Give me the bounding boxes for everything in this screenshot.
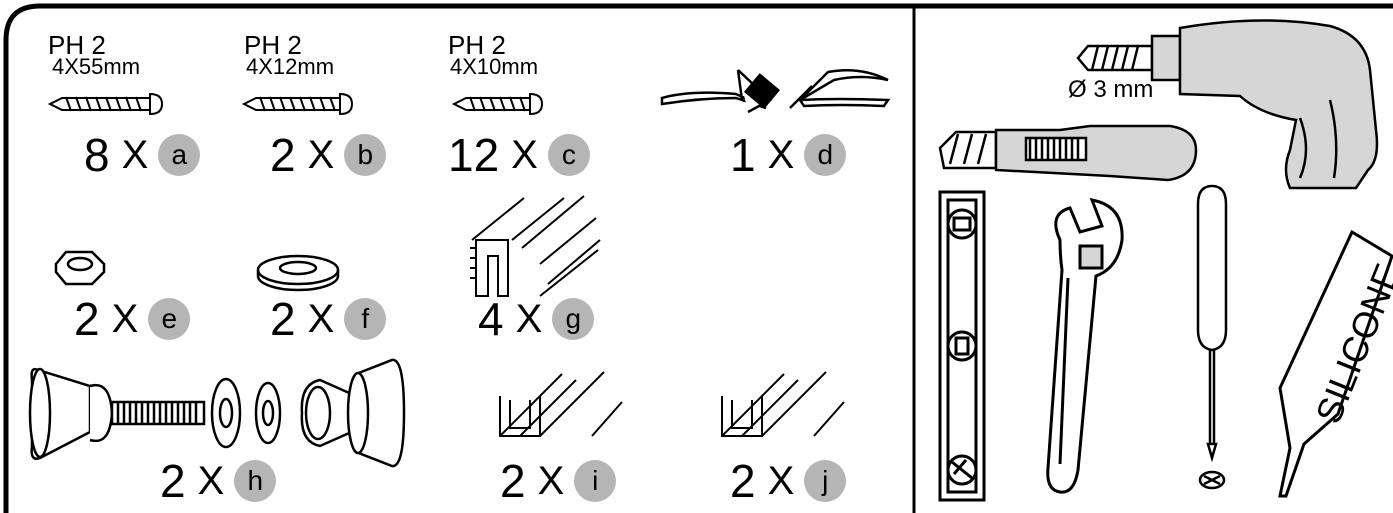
times-sign: X bbox=[767, 459, 795, 503]
profile-i-icon bbox=[499, 371, 623, 437]
profile-j-icon bbox=[721, 371, 845, 437]
silicone-tube-icon: SILICONE bbox=[1278, 229, 1393, 498]
seal-profile-d-icon bbox=[660, 69, 891, 114]
quantity-number: 1 bbox=[730, 129, 756, 181]
screw-c-size: 4X10mm bbox=[450, 54, 539, 79]
part-letter-badge: j bbox=[804, 460, 847, 502]
times-sign: X bbox=[511, 133, 538, 177]
times-sign: X bbox=[307, 297, 335, 341]
utility-knife-icon bbox=[938, 124, 1198, 182]
frame-border bbox=[3, 3, 1393, 513]
drill-icon bbox=[1076, 19, 1379, 190]
screw-b-head: PH 2 bbox=[244, 30, 302, 60]
part-letter-badge: d bbox=[804, 134, 847, 176]
quantity-number: 12 bbox=[448, 129, 500, 181]
quantity-number: 2 bbox=[74, 293, 100, 345]
times-sign: X bbox=[111, 297, 139, 341]
screw-c-head: PH 2 bbox=[448, 30, 506, 60]
times-sign: X bbox=[197, 459, 225, 503]
quantity-number: 2 bbox=[270, 129, 296, 181]
quantity-number: 2 bbox=[270, 293, 296, 345]
quantity-number: 2 bbox=[730, 455, 756, 507]
profile-g-icon bbox=[470, 195, 601, 297]
washer-f-icon bbox=[256, 254, 340, 292]
screwdriver-icon bbox=[1196, 184, 1228, 490]
times-sign: X bbox=[515, 297, 543, 341]
quantity-number: 2 bbox=[160, 455, 186, 507]
fixing-bolt-h-icon bbox=[28, 358, 406, 468]
screw-b-size: 4X12mm bbox=[246, 54, 335, 79]
drill-bit-size: Ø 3 mm bbox=[1068, 76, 1154, 103]
part-letter-badge: a bbox=[158, 134, 201, 176]
quantity-number: 2 bbox=[500, 455, 526, 507]
screw-a-size: 4X55mm bbox=[52, 54, 141, 79]
part-letter-badge: h bbox=[234, 460, 277, 502]
screw-a-icon bbox=[47, 92, 164, 116]
times-sign: X bbox=[307, 133, 335, 177]
times-sign: X bbox=[537, 459, 565, 503]
part-letter-badge: c bbox=[547, 134, 590, 176]
times-sign: X bbox=[121, 133, 149, 177]
part-letter-badge: i bbox=[574, 460, 617, 502]
part-letter-badge: f bbox=[344, 298, 387, 340]
spirit-level-icon bbox=[938, 190, 986, 502]
part-letter-badge: g bbox=[552, 298, 595, 340]
part-letter-badge: e bbox=[148, 298, 191, 340]
quantity-number: 4 bbox=[478, 293, 504, 345]
quantity-number: 8 bbox=[84, 129, 110, 181]
screw-a-head: PH 2 bbox=[48, 30, 106, 60]
screw-b-icon bbox=[241, 92, 354, 116]
part-letter-badge: b bbox=[344, 134, 387, 176]
adjustable-wrench-icon bbox=[1046, 198, 1124, 494]
nut-e-icon bbox=[54, 250, 106, 286]
screw-c-icon bbox=[451, 92, 544, 116]
times-sign: X bbox=[767, 133, 795, 177]
